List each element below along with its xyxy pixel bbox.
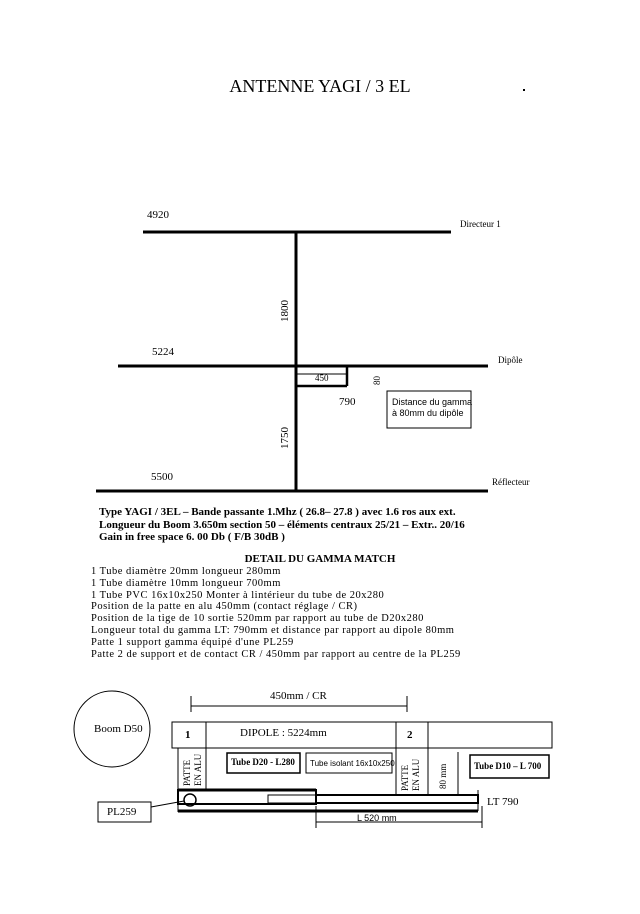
tube-d10-box — [469, 754, 550, 779]
gamma-790-label: 790 — [339, 396, 356, 408]
tube-isolant — [267, 794, 317, 804]
detail-list: 1 Tube diamètre 20mm longueur 280mm 1 Tu… — [91, 566, 461, 660]
detail-title: DETAIL DU GAMMA MATCH — [244, 553, 396, 565]
lt-label: LT 790 — [487, 796, 519, 808]
tube-d10 — [315, 794, 479, 804]
tube-d20-label: Tube D20 - L280 — [231, 757, 295, 767]
pl259-connector — [183, 793, 197, 807]
detail-line: Longueur total du gamma LT: 790mm et dis… — [91, 624, 455, 636]
tube-isolant-box — [305, 752, 393, 774]
spacing-1: 1800 — [279, 300, 291, 322]
tube-d20 — [177, 789, 317, 805]
detail-line: 1 Tube diamètre 20mm longueur 280mm — [91, 566, 281, 577]
reflector-length: 5500 — [151, 471, 173, 483]
patte-2-number: 2 — [407, 729, 413, 741]
tube-d20-box — [226, 752, 301, 774]
spec-line: Type YAGI / 3EL – Bande passante 1.Mhz (… — [99, 506, 456, 518]
tube-d10-label: Tube D10 – L 700 — [474, 761, 542, 771]
spacing-2: 1750 — [279, 427, 291, 449]
detail-line: 1 Tube PVC 16x10x250 Monter à lintérieur… — [91, 589, 385, 601]
detail-line: Position de la tige de 10 sortie 520mm p… — [91, 613, 424, 625]
dipole-band-label: DIPOLE : 5224mm — [240, 727, 327, 739]
detail-line: Patte 2 de support et de contact CR / 45… — [91, 648, 461, 660]
pl259-box — [97, 801, 152, 823]
dim-450-label: 450mm / CR — [270, 690, 327, 702]
gamma-note-line-2: à 80mm du dipôle — [392, 408, 464, 418]
patte-1-label-a: PATTE — [182, 759, 192, 786]
l520-label: L 520 mm — [357, 813, 397, 823]
patte-1-number: 1 — [185, 729, 191, 741]
spec-line: Longueur du Boom 3.650m section 50 – élé… — [99, 518, 465, 531]
boom-circle — [73, 690, 151, 768]
patte-2-label-b: EN ALU — [411, 758, 421, 791]
pl259-label: PL259 — [107, 806, 137, 818]
dipole-label: Dipôle — [498, 355, 523, 365]
boom-label: Boom D50 — [94, 723, 143, 735]
detail-line: 1 Tube diamètre 10mm longueur 700mm — [91, 577, 281, 589]
page-title: ANTENNE YAGI / 3 EL — [229, 76, 411, 96]
director-label: Directeur 1 — [460, 219, 501, 229]
gamma-80-label: 80 — [372, 376, 382, 385]
gamma-450-label: 450 — [315, 373, 329, 383]
gamma-note: Distance du gamma à 80mm du dipôle — [392, 397, 472, 419]
detail-line: Position de la patte en alu 450mm (conta… — [91, 601, 358, 613]
dim-80-label: 80 mm — [438, 763, 448, 789]
reflector-label: Réflecteur — [492, 477, 530, 487]
stray-dot — [523, 89, 525, 91]
patte-2-label-a: PATTE — [400, 764, 410, 791]
dipole-length: 5224 — [152, 346, 174, 358]
tube-isolant-label: Tube isolant 16x10x250 — [310, 759, 395, 768]
detail-line: Patte 1 support gamma équipé d'une PL259 — [91, 636, 294, 648]
patte-1-label-b: EN ALU — [193, 753, 203, 786]
specs-block: Type YAGI / 3EL – Bande passante 1.Mhz (… — [99, 506, 465, 544]
director-length: 4920 — [147, 209, 169, 221]
pl259-leader — [150, 800, 185, 808]
spec-line: Gain in free space 6. 00 Db ( F/B 30dB ) — [99, 531, 285, 543]
gamma-note-box — [386, 390, 472, 429]
dipole-band — [171, 721, 553, 749]
gamma-note-line-1: Distance du gamma — [392, 397, 473, 407]
